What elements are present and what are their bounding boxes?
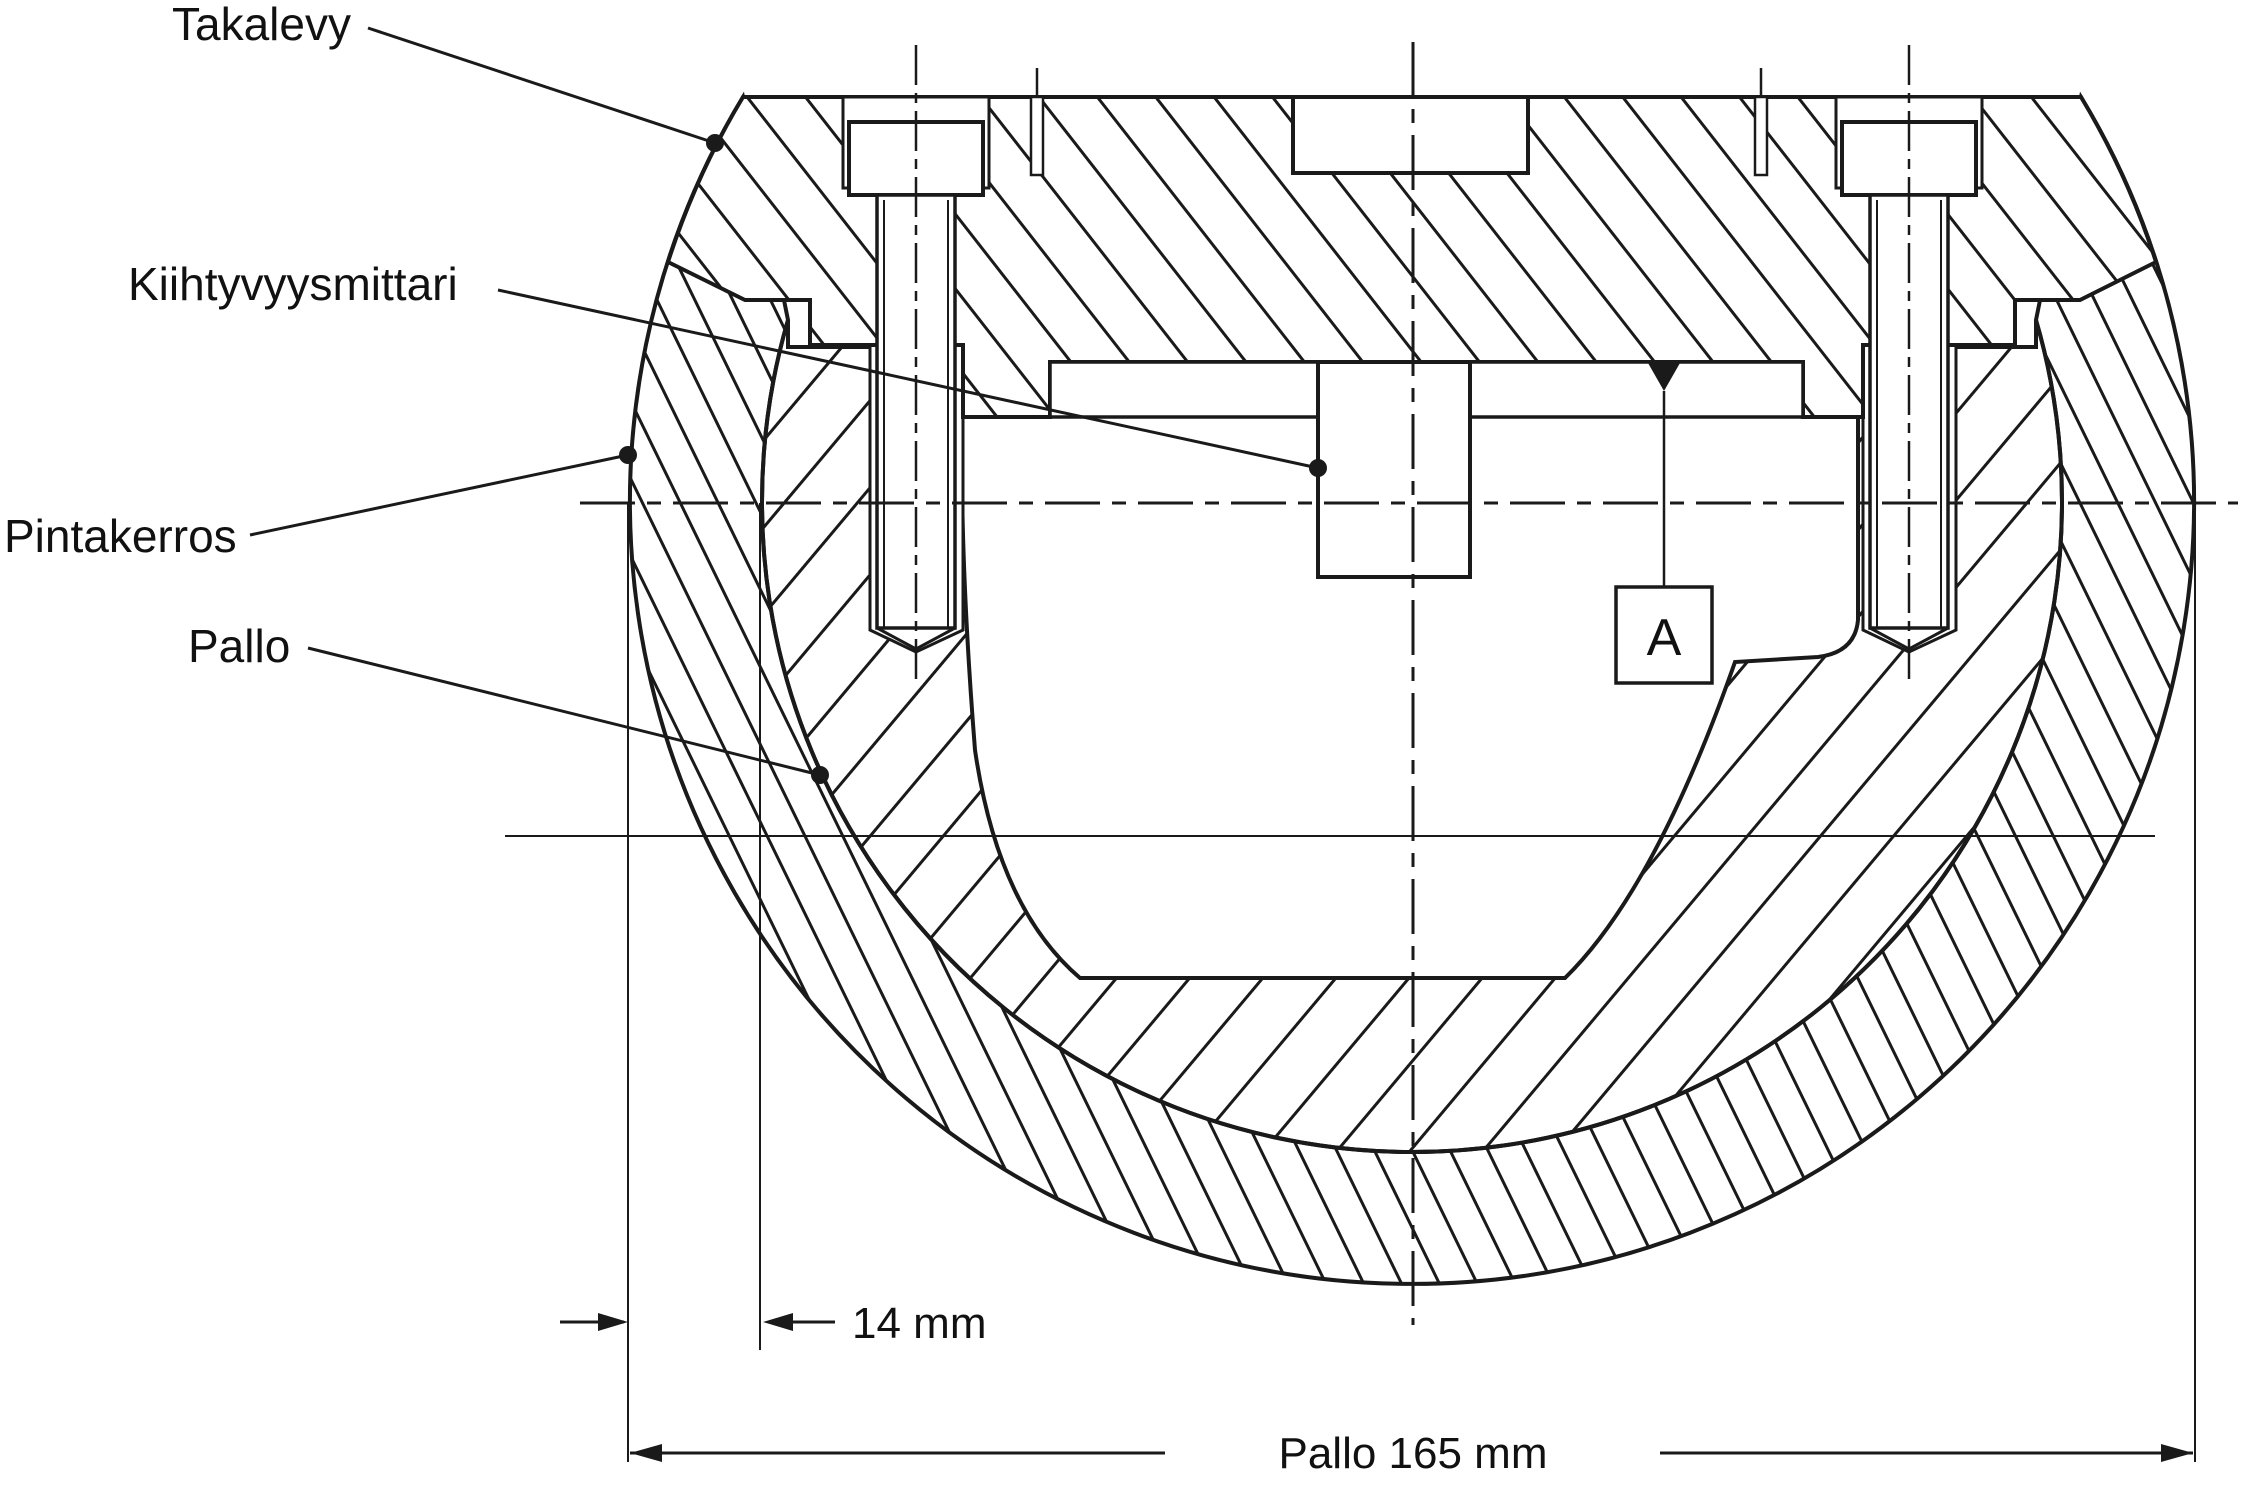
label-pallo: Pallo	[188, 620, 829, 784]
kiihtyvyysmittari-text: Kiihtyvyysmittari	[128, 258, 458, 310]
dim165-text: Pallo 165 mm	[1278, 1429, 1547, 1478]
label-kiihtyvyysmittari: Kiihtyvyysmittari	[128, 258, 1327, 477]
dim14-arrowhead-right	[763, 1313, 793, 1331]
datum-a-box	[1614, 585, 1714, 685]
pallo-leader-dot	[811, 766, 829, 784]
bolt-right	[1834, 45, 1984, 680]
dim14-text: 14 mm	[852, 1299, 986, 1348]
takalevy-leader-dot	[706, 134, 724, 152]
accelerometer-block	[1316, 360, 1472, 579]
datum-triangle-icon	[1648, 363, 1680, 391]
label-pintakerros: Pintakerros	[4, 446, 637, 562]
pallo-leader	[307, 646, 821, 777]
dim14-arrowhead-left	[598, 1313, 628, 1331]
kiihtyvyysmittari-leader	[497, 288, 1319, 470]
takalevy-leader	[367, 26, 716, 145]
datum-a: A	[1614, 363, 1714, 685]
dim165-arrowhead-left	[630, 1444, 662, 1462]
bolt-left	[841, 45, 991, 680]
pintakerros-text: Pintakerros	[4, 510, 237, 562]
datum-a-label: A	[1647, 609, 1682, 667]
pintakerros-leader	[249, 453, 629, 537]
plate-top-notch	[1291, 95, 1530, 175]
takalevy-text: Takalevy	[172, 0, 351, 50]
plate-slot-right	[1753, 95, 1769, 177]
pintakerros-leader-dot	[619, 446, 637, 464]
label-takalevy: Takalevy	[172, 0, 724, 152]
plate-slot-left	[1029, 95, 1045, 177]
pallo-text: Pallo	[188, 620, 290, 672]
dim165-arrowhead-right	[2161, 1444, 2193, 1462]
pallo-shell	[760, 319, 2064, 1154]
dimension-165mm: Pallo 165 mm	[630, 1429, 2193, 1478]
dimension-14mm: 14 mm	[560, 1299, 986, 1348]
kiihtyvyysmittari-leader-dot	[1309, 459, 1327, 477]
